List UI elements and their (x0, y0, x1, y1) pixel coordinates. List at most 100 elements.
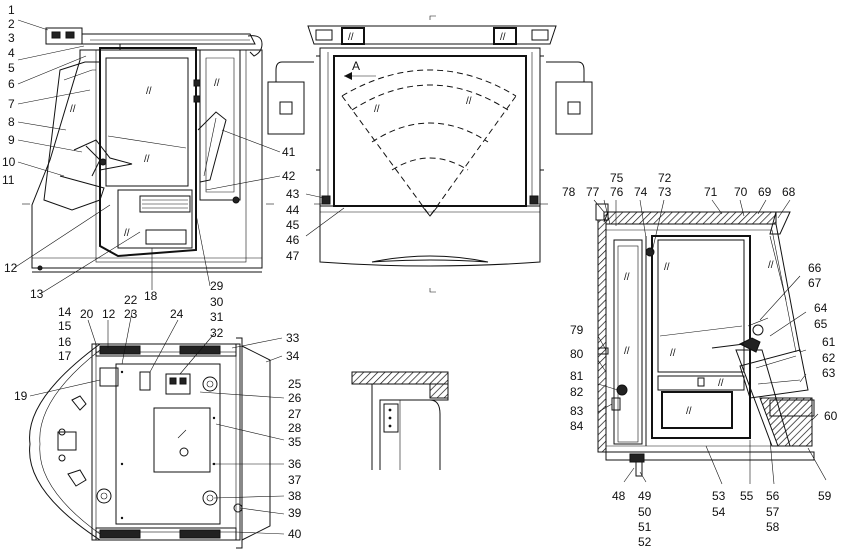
callout-label: 80 (570, 347, 584, 361)
glass-mark: // (718, 378, 724, 389)
callout-label: 70 (734, 185, 748, 199)
callout-label: 45 (286, 218, 300, 232)
callout-label: 4 (8, 46, 15, 60)
callout-label: 65 (814, 317, 828, 331)
callout-label: 48 (612, 489, 626, 503)
callout-label: 37 (288, 473, 302, 487)
callout-label: 5 (8, 61, 15, 75)
callout-label: 30 (210, 295, 224, 309)
callout-label: 16 (58, 335, 72, 349)
callout-label: 66 (808, 261, 822, 275)
callout-label: 20 (80, 307, 94, 321)
glass-mark: // (670, 348, 676, 359)
callout-label: 25 (288, 377, 302, 391)
callout-label: 49 (638, 489, 652, 503)
glass-mark: // (374, 104, 380, 115)
callout-label: 1 (8, 3, 15, 17)
callout-label: 33 (286, 331, 300, 345)
callout-label: 47 (286, 249, 300, 263)
callout-label: 35 (288, 435, 302, 449)
callout-label: 83 (570, 404, 584, 418)
callout-label: 56 (766, 489, 780, 503)
glass-mark: // (686, 406, 692, 417)
section-detail-view (351, 371, 449, 470)
glass-mark: // (214, 78, 220, 89)
callout-label: 13 (30, 287, 44, 301)
callout-label: 62 (822, 351, 836, 365)
callout-label: 27 (288, 407, 302, 421)
callout-label: 53 (712, 489, 726, 503)
callout-label: 36 (288, 457, 302, 471)
callout-label: 52 (638, 535, 652, 549)
glass-mark: // (124, 228, 130, 239)
callout-label: 75 (610, 171, 624, 185)
callout-label: 38 (288, 489, 302, 503)
callout-label: 23 (124, 307, 138, 321)
callout-label: 8 (8, 115, 15, 129)
callout-label: 58 (766, 520, 780, 534)
side-elevation-view: // // // // // (13, 19, 281, 295)
callout-label: 81 (570, 369, 584, 383)
right-section-view: // // // // // // // (593, 199, 827, 485)
callout-label: 51 (638, 520, 652, 534)
callout-label: 6 (8, 77, 15, 91)
callouts-right-group: 48 49 50 51 52 53 54 55 56 57 58 59 60 6… (562, 171, 838, 549)
callout-label: 12 (4, 261, 18, 275)
callout-label: 28 (288, 421, 302, 435)
callout-label: 73 (658, 185, 672, 199)
glass-mark: // (624, 346, 630, 357)
callout-label: 43 (286, 187, 300, 201)
callout-label: 3 (8, 31, 15, 45)
callout-label: 9 (8, 133, 15, 147)
callout-label: 34 (286, 349, 300, 363)
glass-mark: // (664, 262, 670, 273)
callout-label: 10 (2, 155, 16, 169)
glass-mark: // (624, 272, 630, 283)
callout-label: 50 (638, 505, 652, 519)
callout-label: 71 (704, 185, 718, 199)
callout-label: 42 (282, 169, 296, 183)
glass-mark: // (500, 32, 506, 43)
callout-label: 44 (286, 203, 300, 217)
callout-label: 68 (782, 185, 796, 199)
callout-label: 11 (2, 173, 15, 187)
glass-mark: // (144, 154, 150, 165)
callout-label: 61 (822, 335, 836, 349)
callout-label: 7 (8, 97, 15, 111)
callout-label: 76 (610, 185, 624, 199)
callout-label: 18 (144, 289, 158, 303)
callout-label: 79 (570, 323, 584, 337)
callout-label: 12 (102, 307, 116, 321)
callout-label: 31 (210, 310, 224, 324)
glass-mark: // (146, 86, 152, 97)
callout-label: 39 (288, 506, 302, 520)
front-elevation-view: // // // // A (267, 15, 593, 293)
callout-label: 22 (124, 293, 138, 307)
callout-label: 69 (758, 185, 772, 199)
callout-label: 29 (210, 279, 224, 293)
callout-label: 14 (58, 305, 72, 319)
glass-mark: // (768, 260, 774, 271)
callouts-left-group: 1 2 3 4 5 6 7 8 9 10 11 12 13 14 15 16 1… (2, 3, 296, 363)
callout-label: 24 (170, 307, 184, 321)
callout-label: 32 (210, 326, 224, 340)
callout-label: 55 (740, 489, 754, 503)
callout-label: 41 (282, 145, 296, 159)
callout-label: 54 (712, 505, 726, 519)
callout-label: 63 (822, 366, 836, 380)
callout-label: 78 (562, 185, 576, 199)
callout-label: 46 (286, 233, 300, 247)
plan-view (29, 311, 285, 549)
callouts-plan-group: 19 20 12 22 23 24 25 26 27 28 33 34 35 3… (14, 293, 302, 541)
callout-label: 19 (14, 389, 28, 403)
callout-label: 57 (766, 505, 780, 519)
callout-label: 26 (288, 391, 302, 405)
callout-label: 15 (58, 319, 72, 333)
glass-mark: // (466, 96, 472, 107)
callout-label: 17 (58, 349, 72, 363)
callout-label: 60 (824, 409, 838, 423)
glass-mark: // (348, 32, 354, 43)
callouts-center-group: 43 44 45 46 47 (286, 187, 300, 263)
callout-label: 64 (814, 301, 828, 315)
